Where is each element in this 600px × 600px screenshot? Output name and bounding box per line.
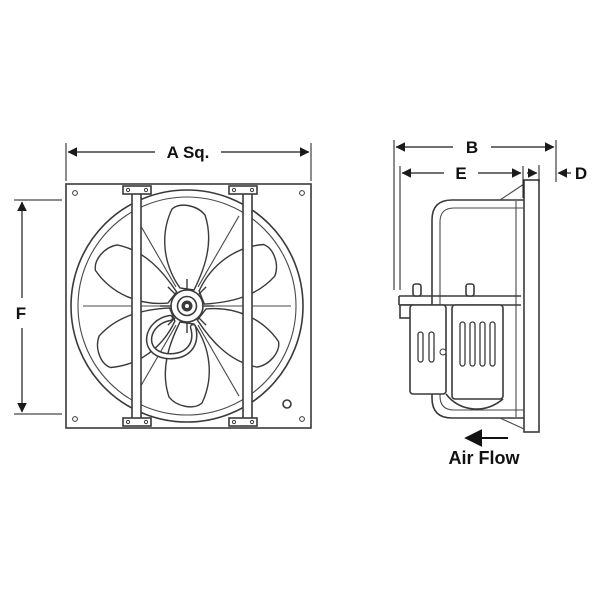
- spoke: [134, 324, 177, 397]
- dim-b-label: B: [466, 138, 478, 157]
- venturi-outer-ring: [70, 189, 304, 423]
- mounting-plate: [523, 179, 540, 433]
- plate-bolt-icon: [231, 419, 237, 425]
- left-rail: [131, 191, 142, 421]
- front-view: [65, 183, 312, 429]
- hub: [160, 279, 214, 333]
- drain-hole: [282, 399, 292, 409]
- side-dimensions: B E D: [393, 138, 587, 290]
- hub-spur: [167, 286, 177, 296]
- vent-slot: [428, 331, 435, 363]
- hub-star: [160, 279, 214, 333]
- plate-bolt-icon: [143, 187, 149, 193]
- bolt-hole-icon: [299, 190, 305, 196]
- hub-mid: [176, 295, 198, 317]
- rail-plate-bottom-left: [122, 417, 152, 427]
- spoke: [197, 215, 240, 288]
- spoke: [134, 215, 177, 288]
- dim-e-label: E: [455, 164, 466, 183]
- conduit-loop-inner: [147, 316, 196, 358]
- guard-rails: [122, 185, 258, 427]
- right-rail: [242, 191, 253, 421]
- bolt-hole-icon: [299, 416, 305, 422]
- plate-bolt-icon: [249, 419, 255, 425]
- plate-bolt-icon: [125, 187, 131, 193]
- plate-bolt-icon: [143, 419, 149, 425]
- dim-a-label: A Sq.: [167, 143, 210, 162]
- dim-f-label: F: [16, 304, 26, 323]
- plate-bolt-icon: [125, 419, 131, 425]
- vent-slot: [459, 321, 466, 367]
- mount-stud: [412, 283, 422, 297]
- side-view: [398, 179, 540, 433]
- fan-blade: [164, 204, 210, 291]
- housing-bolt-icon: [439, 348, 447, 356]
- rail-plate-top-right: [228, 185, 258, 195]
- housing-skirt: [445, 393, 504, 410]
- vent-slot: [417, 331, 424, 363]
- vent-slot: [469, 321, 476, 367]
- fan-panel-outline: [65, 183, 312, 429]
- airflow-indicator: Air Flow: [449, 429, 521, 468]
- motor-assembly: [409, 304, 504, 410]
- plate-bolt-icon: [249, 187, 255, 193]
- motor-housing-left: [409, 304, 447, 395]
- vent-slot: [489, 321, 496, 367]
- rail-plate-top-left: [122, 185, 152, 195]
- bolt-hole-icon: [72, 416, 78, 422]
- dim-d-label: D: [575, 164, 587, 183]
- fan-blade: [164, 321, 210, 408]
- hub-spur: [197, 316, 207, 326]
- hub-spur: [167, 316, 177, 326]
- spoke: [197, 324, 240, 397]
- frame-plate-brace-top: [499, 183, 525, 201]
- mount-stud: [465, 283, 475, 297]
- frame-plate-brace-bottom: [499, 417, 525, 430]
- venturi-inner-ring: [77, 196, 297, 416]
- corner-bolts: [72, 190, 305, 422]
- hub-center: [185, 304, 189, 308]
- front-dimensions: A Sq. F: [14, 143, 312, 415]
- bolt-hole-icon: [72, 190, 78, 196]
- plate-bolt-icon: [231, 187, 237, 193]
- rail-plate-bottom-right: [228, 417, 258, 427]
- airflow-label: Air Flow: [449, 448, 521, 468]
- vent-slot: [479, 321, 486, 367]
- hub-spur: [197, 286, 207, 296]
